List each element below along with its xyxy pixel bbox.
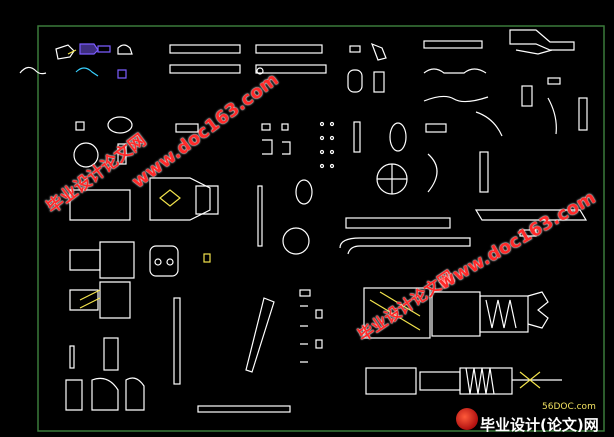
- spindle-assembly-right: [363, 287, 562, 395]
- brand-site: 56DOC.com: [542, 402, 596, 412]
- brand-name: 毕业设计(论文)网: [480, 416, 599, 434]
- lower-center-parts: [173, 289, 323, 413]
- column-parts-middle: [203, 179, 588, 263]
- bearing-assembly-left: [69, 177, 219, 319]
- bottom-left-parts: [65, 337, 145, 411]
- dot-cluster-center: [319, 121, 489, 195]
- mid-left-parts: [73, 116, 291, 168]
- drawing-frame: [37, 25, 605, 432]
- brand-logo-icon: [456, 408, 478, 430]
- rod-parts-top: [169, 44, 327, 75]
- clip-parts-top-left: [19, 43, 133, 79]
- small-parts-top-middle: [347, 29, 588, 137]
- brand-bar[interactable]: 56DOC.com 毕业设计(论文)网: [456, 402, 612, 436]
